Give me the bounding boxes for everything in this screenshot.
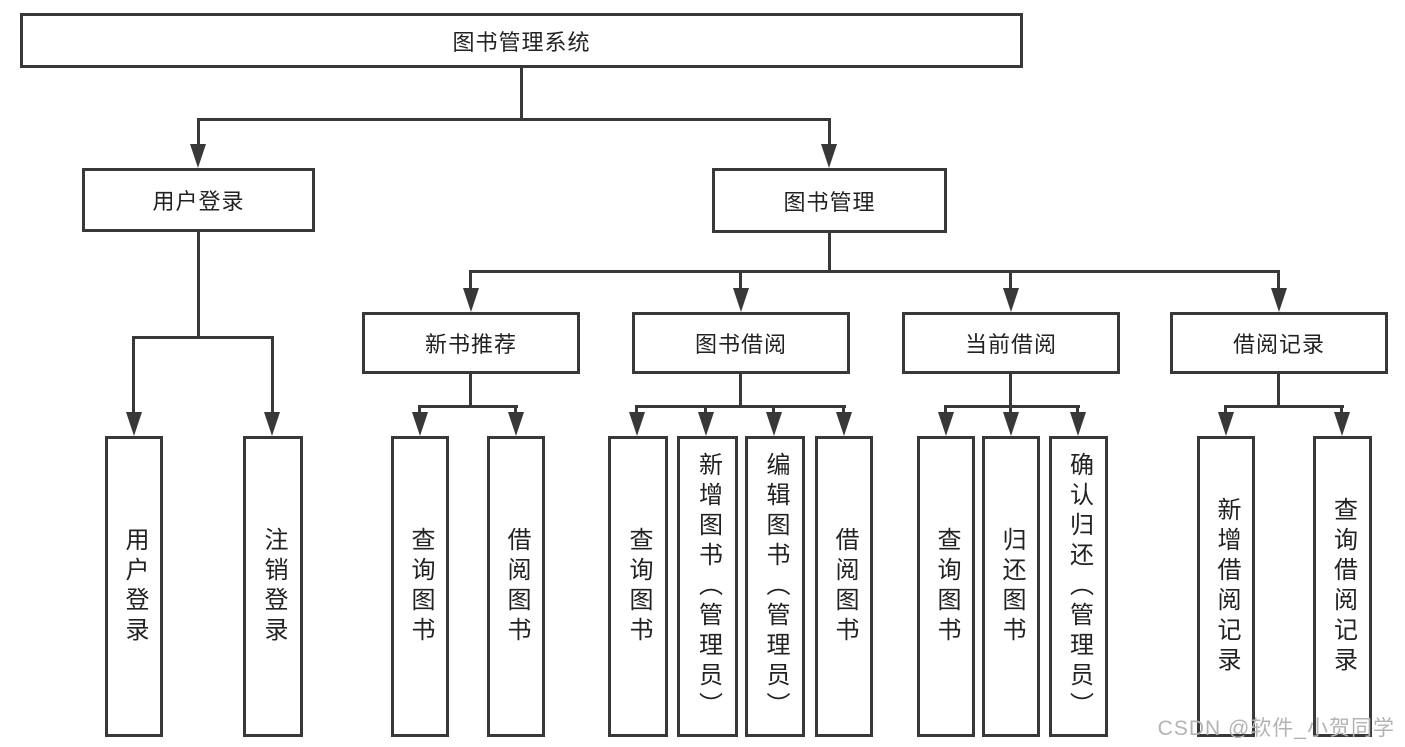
arrow-down-icon	[412, 412, 428, 436]
arrow-down-icon	[508, 412, 524, 436]
leaf-label: 编辑图书（管理员）	[762, 451, 789, 722]
node-book-management: 图书管理	[712, 168, 947, 233]
arrow-down-icon	[190, 144, 206, 168]
node-user-login-label: 用户登录	[152, 189, 245, 214]
arrow-down-icon	[766, 412, 782, 436]
connector-line	[469, 270, 1280, 273]
connector-line	[197, 118, 200, 146]
node-borrowing-records: 借阅记录	[1170, 312, 1388, 374]
node-book-borrowing: 图书借阅	[632, 312, 850, 374]
arrow-down-icon	[264, 412, 280, 436]
leaf-user-login: 用户登录	[105, 436, 163, 737]
leaf-query-books-recommend: 查询图书	[391, 436, 449, 737]
node-user-login: 用户登录	[82, 168, 315, 232]
leaf-label: 用户登录	[121, 526, 148, 647]
leaf-query-books-borrowing: 查询图书	[608, 436, 668, 737]
watermark: CSDN @软件_小贺同学	[1157, 717, 1395, 740]
arrow-down-icon	[698, 412, 714, 436]
connector-line	[132, 336, 135, 414]
leaf-logout: 注销登录	[243, 436, 303, 737]
leaf-label: 查询图书	[407, 526, 434, 647]
arrow-down-icon	[1070, 412, 1086, 436]
leaf-label: 归还图书	[998, 526, 1025, 647]
connector-line	[842, 405, 845, 415]
connector-line	[520, 68, 523, 118]
node-new-book-recommend: 新书推荐	[362, 312, 580, 374]
connector-line	[1009, 405, 1012, 415]
node-book-management-label: 图书管理	[783, 189, 876, 215]
arrow-down-icon	[126, 412, 142, 436]
connector-line	[1224, 405, 1344, 408]
leaf-label: 借阅图书	[503, 526, 530, 647]
leaf-label: 查询借阅记录	[1329, 496, 1357, 677]
leaf-label: 新增图书（管理员）	[694, 451, 722, 722]
arrow-down-icon	[463, 288, 479, 312]
connector-line	[704, 405, 707, 415]
node-current-borrowing-label: 当前借阅	[964, 332, 1057, 357]
connector-line	[944, 405, 1080, 408]
leaf-label: 确认归还（管理员）	[1065, 451, 1093, 722]
node-borrowing-records-label: 借阅记录	[1232, 332, 1325, 357]
leaf-query-borrow-record: 查询借阅记录	[1313, 436, 1372, 737]
arrow-down-icon	[836, 412, 852, 436]
connector-line	[739, 374, 742, 405]
leaf-borrow-books-recommend: 借阅图书	[487, 436, 545, 737]
arrow-down-icon	[629, 412, 645, 436]
connector-line	[739, 270, 742, 290]
connector-line	[1076, 405, 1079, 415]
connector-line	[469, 374, 472, 405]
leaf-edit-books-admin: 编辑图书（管理员）	[745, 436, 805, 737]
connector-line	[197, 232, 200, 336]
leaf-confirm-return-admin: 确认归还（管理员）	[1049, 436, 1108, 737]
connector-line	[132, 336, 273, 339]
connector-line	[828, 118, 831, 146]
connector-line	[418, 405, 421, 415]
node-new-book-recommend-label: 新书推荐	[424, 332, 517, 357]
leaf-label: 新增借阅记录	[1213, 496, 1240, 677]
node-root-label: 图书管理系统	[452, 29, 591, 55]
leaf-borrow-books: 借阅图书	[815, 436, 873, 737]
connector-line	[1340, 405, 1343, 415]
leaf-add-books-admin: 新增图书（管理员）	[677, 436, 738, 737]
arrow-down-icon	[1218, 412, 1234, 436]
arrow-down-icon	[1271, 288, 1287, 312]
connector-line	[1277, 374, 1280, 405]
connector-line	[1009, 374, 1012, 405]
leaf-query-books-current: 查询图书	[917, 436, 975, 737]
connector-line	[271, 336, 274, 414]
leaf-add-borrow-record: 新增借阅记录	[1197, 436, 1255, 737]
connector-line	[828, 233, 831, 270]
arrow-down-icon	[821, 144, 837, 168]
connector-line	[418, 405, 518, 408]
leaf-label: 查询图书	[625, 526, 652, 647]
arrow-down-icon	[1003, 288, 1019, 312]
arrow-down-icon	[1334, 412, 1350, 436]
connector-line	[635, 405, 638, 415]
connector-line	[635, 405, 846, 408]
connector-line	[1277, 270, 1280, 290]
node-root: 图书管理系统	[20, 13, 1023, 68]
connector-line	[1009, 270, 1012, 290]
connector-line	[469, 270, 472, 290]
leaf-label: 查询图书	[933, 526, 960, 647]
arrow-down-icon	[1003, 412, 1019, 436]
arrow-down-icon	[733, 288, 749, 312]
connector-line	[197, 118, 831, 121]
arrow-down-icon	[938, 412, 954, 436]
node-current-borrowing: 当前借阅	[902, 312, 1120, 374]
connector-line	[514, 405, 517, 415]
leaf-label: 借阅图书	[831, 526, 858, 647]
leaf-label: 注销登录	[260, 526, 287, 647]
connector-line	[772, 405, 775, 415]
node-book-borrowing-label: 图书借阅	[694, 332, 787, 357]
connector-line	[944, 405, 947, 415]
leaf-return-books: 归还图书	[982, 436, 1040, 737]
connector-line	[1224, 405, 1227, 415]
